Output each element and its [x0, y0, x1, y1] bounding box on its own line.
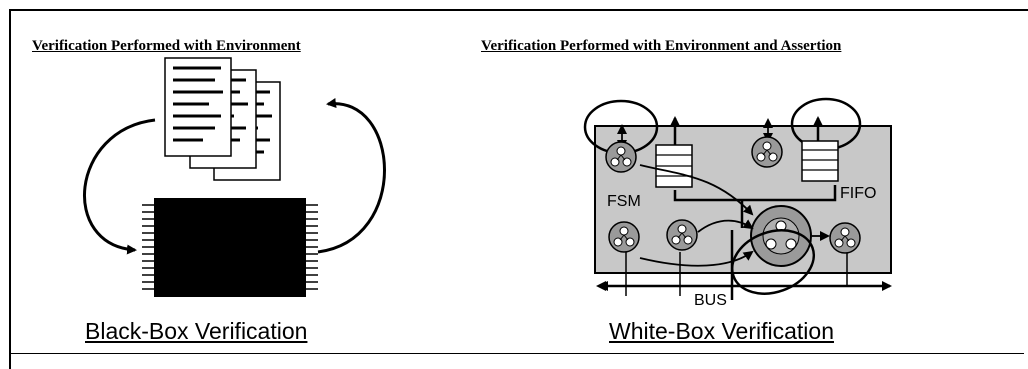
fsm-label: FSM [607, 193, 641, 210]
node-icon [608, 221, 640, 253]
assertion-oval-bottom [730, 229, 816, 295]
node-icon [605, 141, 637, 173]
interaction-arrows [639, 164, 830, 267]
fifo-block-right [801, 140, 839, 182]
document-page-front [164, 57, 232, 157]
right-panel-heading: Verification Performed with Environment … [481, 38, 842, 54]
left-panel-heading: Verification Performed with Environment [32, 38, 301, 54]
fifo-label: FIFO [840, 185, 876, 202]
bus-label: BUS [694, 292, 727, 309]
right-curved-arrow [317, 98, 386, 254]
chip-icon [142, 198, 318, 297]
figure-frame [9, 9, 1028, 369]
left-curved-arrow [83, 118, 156, 255]
fifo-block-left [655, 144, 693, 188]
node-icon [751, 136, 783, 168]
right-panel-caption: White-Box Verification [609, 318, 834, 344]
node-icon [666, 219, 698, 251]
node-icon [829, 222, 861, 254]
left-panel-caption: Black-Box Verification [85, 318, 308, 344]
document-stack-icon [164, 57, 281, 181]
figure-bottom-rule [9, 353, 1024, 354]
bus-connectors [625, 252, 848, 296]
main-node-icon [750, 205, 812, 267]
